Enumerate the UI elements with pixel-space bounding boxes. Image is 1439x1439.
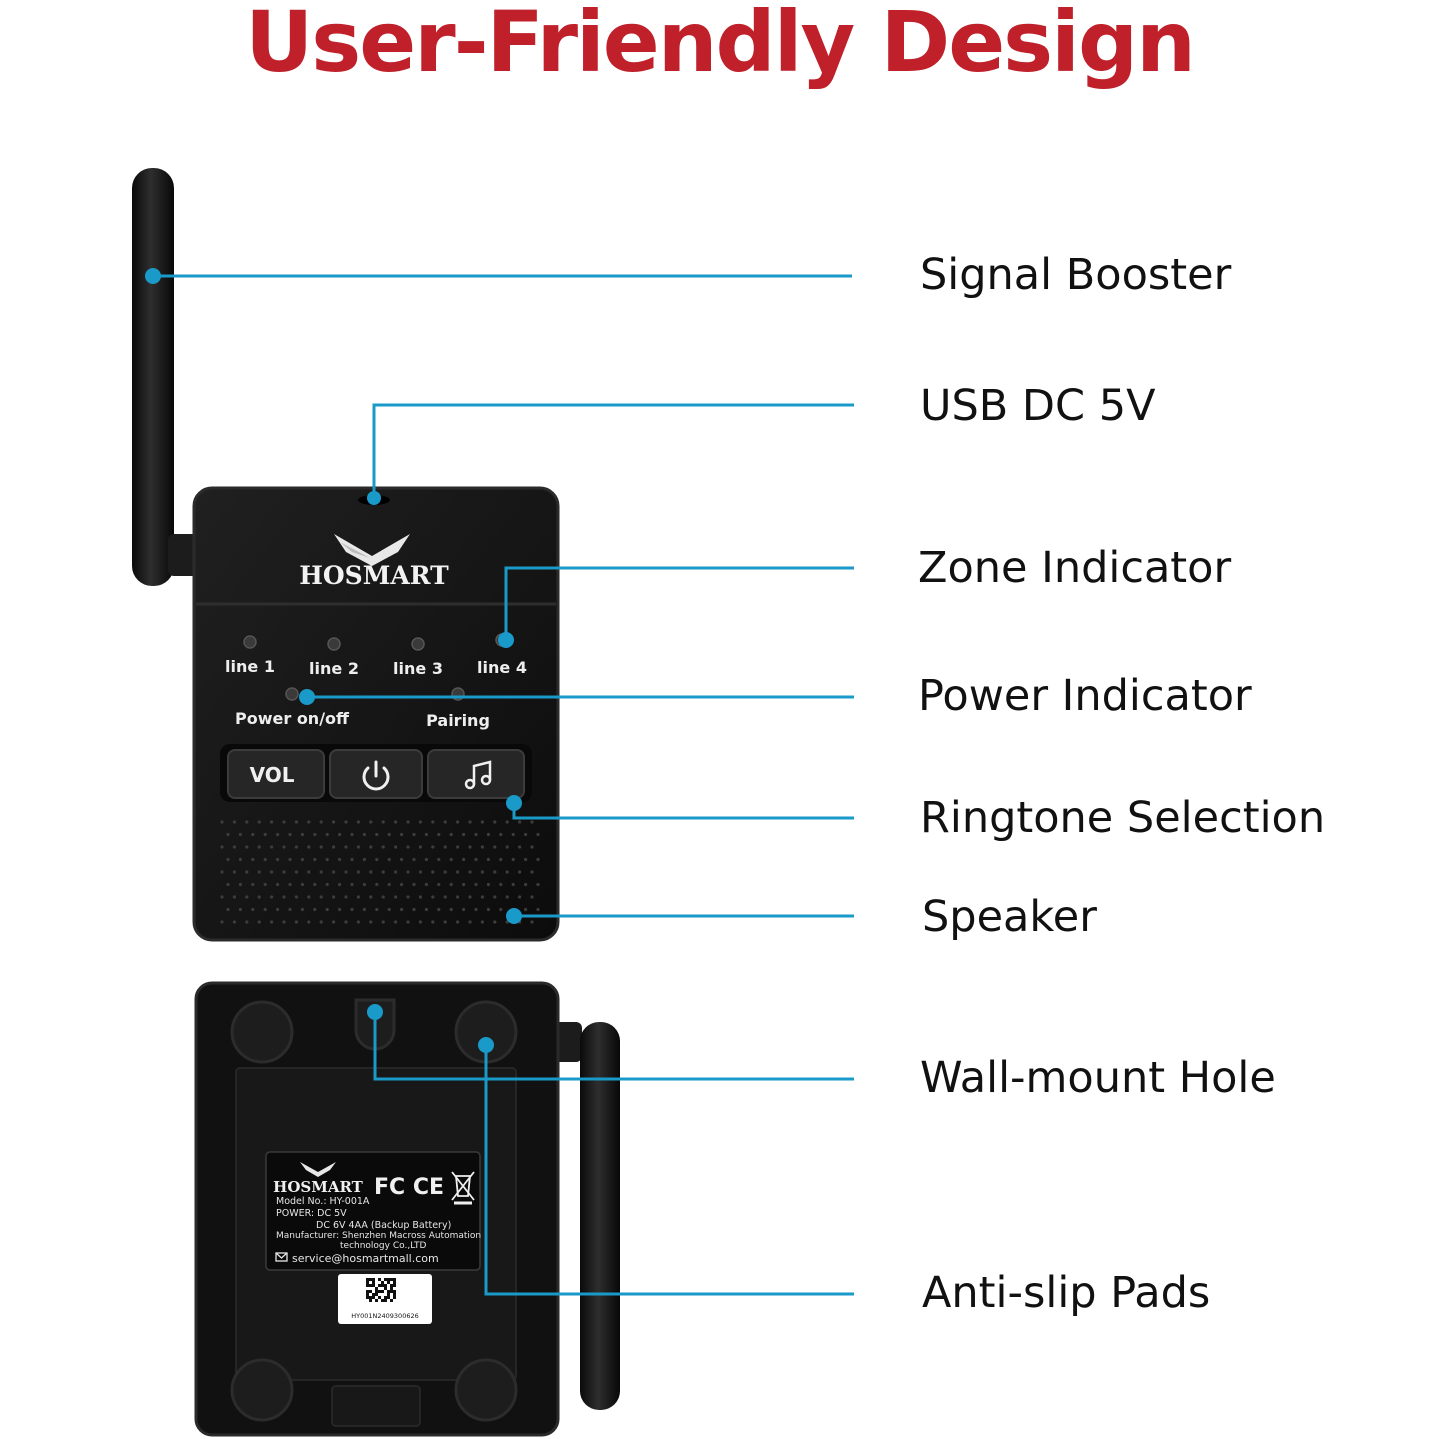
page-title: User-Friendly Design — [245, 0, 1196, 91]
anti-slip-pads — [230, 1000, 518, 1422]
label-brand: HOSMART — [273, 1178, 364, 1196]
zone-label-2: line 2 — [309, 659, 359, 678]
callout-lines — [153, 274, 854, 1296]
zone-led-3 — [411, 637, 425, 651]
speaker-grille — [220, 820, 540, 924]
power-label: Power on/off — [235, 709, 350, 728]
anti-slip-pads-dot — [478, 1037, 494, 1053]
anti-slip-pads-label: Anti-slip Pads — [922, 1268, 1211, 1318]
antenna — [132, 168, 198, 586]
label-email: service@hosmartmall.com — [292, 1252, 439, 1265]
qr-code-icon — [366, 1278, 396, 1302]
ringtone-selection-dot — [506, 795, 522, 811]
power-indicator-label: Power Indicator — [918, 671, 1252, 721]
usb-dc-5v-leader — [372, 403, 854, 496]
wall-mount-hole-leader — [373, 1012, 854, 1081]
callout-dots — [145, 268, 522, 1053]
label-certs: FC CE — [374, 1175, 444, 1200]
power-icon — [362, 760, 390, 791]
zone-indicator-leader — [504, 566, 854, 640]
label-logo-icon — [300, 1162, 336, 1177]
label-line-company: technology Co.,LTD — [340, 1241, 426, 1251]
anti-slip-pad — [454, 1358, 518, 1422]
front-device: HOSMART line 1 line 2 line 3 line 4 Powe… — [132, 168, 560, 942]
back-device: HOSMART FC CE Model No.: HY-001A POWER: … — [194, 981, 620, 1437]
anti-slip-pad — [230, 1358, 294, 1422]
label-line-battery: DC 6V 4AA (Backup Battery) — [316, 1220, 451, 1231]
signal-booster-dot — [145, 268, 161, 284]
qr-sticker: HY001N2409300626 — [338, 1274, 432, 1324]
power-indicator-dot — [299, 689, 315, 705]
anti-slip-pads-leader — [484, 1045, 854, 1296]
usb-dc-5v-label: USB DC 5V — [920, 381, 1156, 431]
front-device-body — [192, 486, 560, 942]
speaker-label: Speaker — [922, 892, 1097, 942]
label-line-power: POWER: DC 5V — [276, 1208, 347, 1219]
label-line-manufacturer: Manufacturer: Shenzhen Macross Automatio… — [276, 1231, 481, 1241]
signal-booster-label: Signal Booster — [920, 250, 1232, 300]
brand-logo-icon — [334, 534, 410, 566]
product-label: HOSMART FC CE Model No.: HY-001A POWER: … — [265, 1151, 481, 1271]
back-antenna — [554, 1022, 620, 1410]
weee-bin-icon — [451, 1171, 475, 1205]
zone-led-1 — [243, 635, 257, 649]
qr-serial: HY001N2409300626 — [351, 1312, 418, 1320]
usb-dc-5v-dot — [367, 491, 381, 505]
vol-button-label: VOL — [250, 763, 295, 787]
zone-label-4: line 4 — [477, 658, 527, 677]
power-button[interactable] — [329, 749, 423, 799]
vol-button[interactable]: VOL — [227, 749, 325, 799]
anti-slip-pad — [230, 1000, 294, 1064]
zone-led-2 — [327, 637, 341, 651]
zone-label-3: line 3 — [393, 659, 443, 678]
label-line-model: Model No.: HY-001A — [276, 1196, 370, 1207]
ringtone-button[interactable] — [427, 749, 525, 799]
front-brand: HOSMART — [299, 561, 449, 590]
envelope-icon — [275, 1252, 288, 1262]
wall-mount-hole-dot — [367, 1004, 383, 1020]
zone-indicator-dot — [498, 632, 514, 648]
ringtone-selection-leader — [512, 803, 854, 820]
music-note-icon — [464, 760, 492, 790]
power-led — [285, 687, 299, 701]
speaker-dot — [506, 908, 522, 924]
zone-label-1: line 1 — [225, 657, 275, 676]
wall-mount-hole-label: Wall-mount Hole — [920, 1053, 1276, 1103]
pairing-label: Pairing — [426, 711, 490, 730]
ringtone-selection-label: Ringtone Selection — [920, 793, 1326, 843]
zone-indicator-label: Zone Indicator — [918, 543, 1232, 593]
